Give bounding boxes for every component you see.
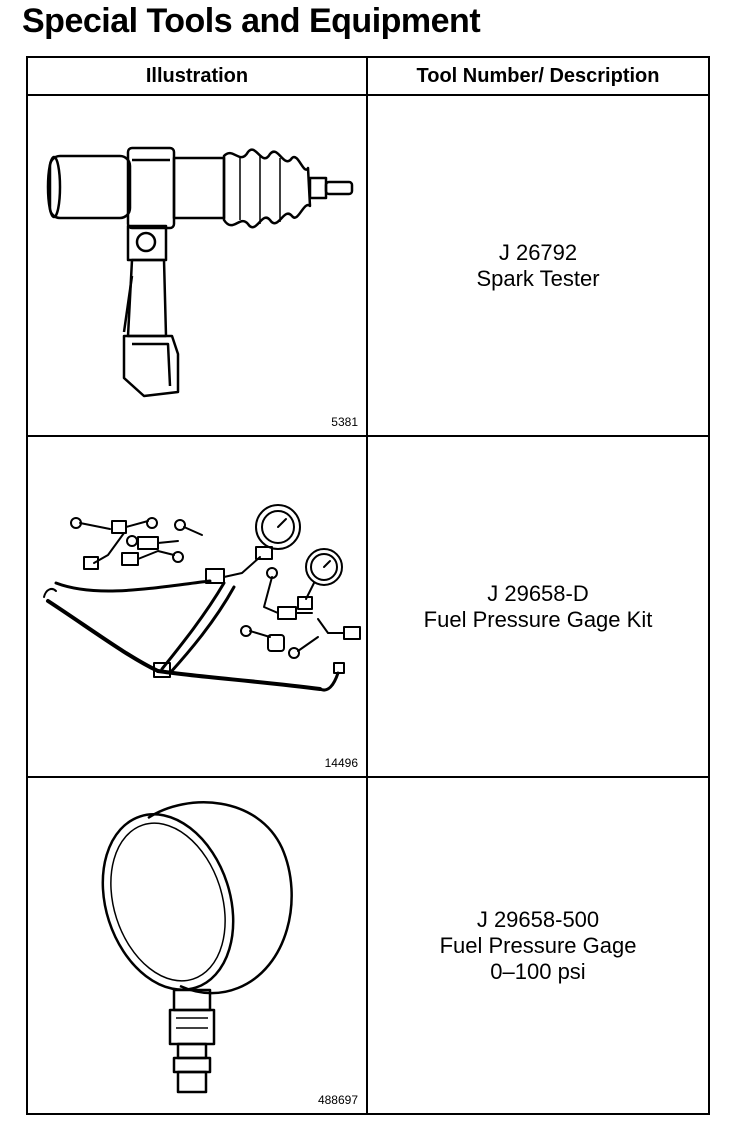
tool-description-cell: J 29658-500 Fuel Pressure Gage 0–100 psi	[366, 776, 710, 1115]
tool-description: Fuel Pressure Gage	[439, 932, 637, 958]
figure-number: 5381	[331, 415, 358, 429]
illustration-cell: 14496	[26, 435, 368, 778]
illustration-cell: 488697	[26, 776, 368, 1115]
table-row: 14496 J 29658-D Fuel Pressure Gage Kit	[26, 435, 710, 778]
figure-number: 488697	[317, 1093, 358, 1107]
tool-description: Spark Tester	[476, 265, 600, 291]
column-header-tool-description: Tool Number/ Description	[366, 56, 710, 96]
special-tools-table: Illustration Tool Number/ Description	[26, 56, 710, 1115]
fuel-pressure-gage-illustration	[101, 801, 293, 1094]
tool-number: J 29658-500	[476, 906, 600, 932]
illustration-cell: 5381	[26, 94, 368, 437]
spark-tester-illustration	[46, 146, 354, 398]
tool-description: Fuel Pressure Gage Kit	[423, 606, 653, 632]
fuel-pressure-gage-kit-illustration	[43, 504, 361, 692]
tool-description-cell: J 26792 Spark Tester	[366, 94, 710, 437]
figure-number: 14496	[324, 756, 358, 770]
tool-number: J 26792	[498, 239, 578, 265]
table-row: 5381 J 26792 Spark Tester	[26, 94, 710, 437]
table-row: 488697 J 29658-500 Fuel Pressure Gage 0–…	[26, 776, 710, 1115]
tool-description-cell: J 29658-D Fuel Pressure Gage Kit	[366, 435, 710, 778]
tool-number: J 29658-D	[487, 580, 589, 606]
tool-range: 0–100 psi	[490, 958, 586, 984]
column-header-illustration: Illustration	[26, 56, 368, 96]
table-header-row: Illustration Tool Number/ Description	[26, 56, 710, 96]
page-title: Special Tools and Equipment	[22, 2, 481, 40]
